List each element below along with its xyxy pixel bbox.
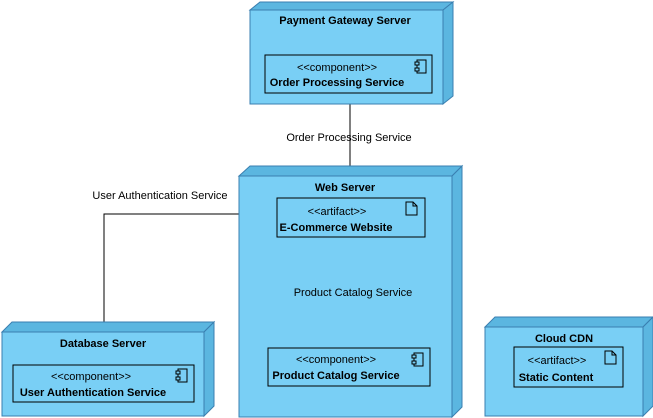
component-product-catalog-service[interactable]: <<component>> Product Catalog Service [267,347,431,387]
component-name: User Authentication Service [20,387,166,399]
artifact-stereotype: <<artifact>> [308,206,367,218]
component-name: Order Processing Service [270,77,405,89]
node-database-server[interactable]: Database Server <<component>> User Authe… [0,320,216,418]
node-title: Cloud CDN [535,333,593,345]
artifact-icon [604,350,617,365]
node-title: Web Server [315,182,376,194]
connector-label-user-auth: User Authentication Service [92,190,227,202]
artifact-icon [405,201,418,216]
connector-user-auth [103,213,277,364]
node-web-server[interactable]: Web Server <<artifact>> E-Commerce Websi… [237,164,464,418]
artifact-name: E-Commerce Website [280,222,393,234]
component-order-processing-service[interactable]: <<component>> Order Processing Service [264,54,433,94]
artifact-static-content[interactable]: <<artifact>> Static Content [513,346,624,388]
component-icon [411,352,424,367]
component-icon [414,59,427,74]
component-user-authentication-service[interactable]: <<component>> User Authentication Servic… [12,364,195,403]
component-icon [175,368,188,383]
node-cloud-cdn[interactable]: Cloud CDN <<artifact>> Static Content [483,316,653,418]
component-stereotype: <<component>> [297,62,377,74]
connector-label-order-processing: Order Processing Service [286,132,411,144]
artifact-name: Static Content [519,372,594,384]
node-payment-gateway-server[interactable]: Payment Gateway Server <<component>> Ord… [248,0,455,106]
artifact-stereotype: <<artifact>> [528,355,587,367]
component-name: Product Catalog Service [272,370,399,382]
connector-label-product-catalog: Product Catalog Service [294,287,413,299]
node-title: Database Server [60,338,147,350]
artifact-ecommerce-website[interactable]: <<artifact>> E-Commerce Website [276,197,426,238]
node-title: Payment Gateway Server [279,15,411,27]
component-stereotype: <<component>> [51,371,131,383]
component-stereotype: <<component>> [296,354,376,366]
